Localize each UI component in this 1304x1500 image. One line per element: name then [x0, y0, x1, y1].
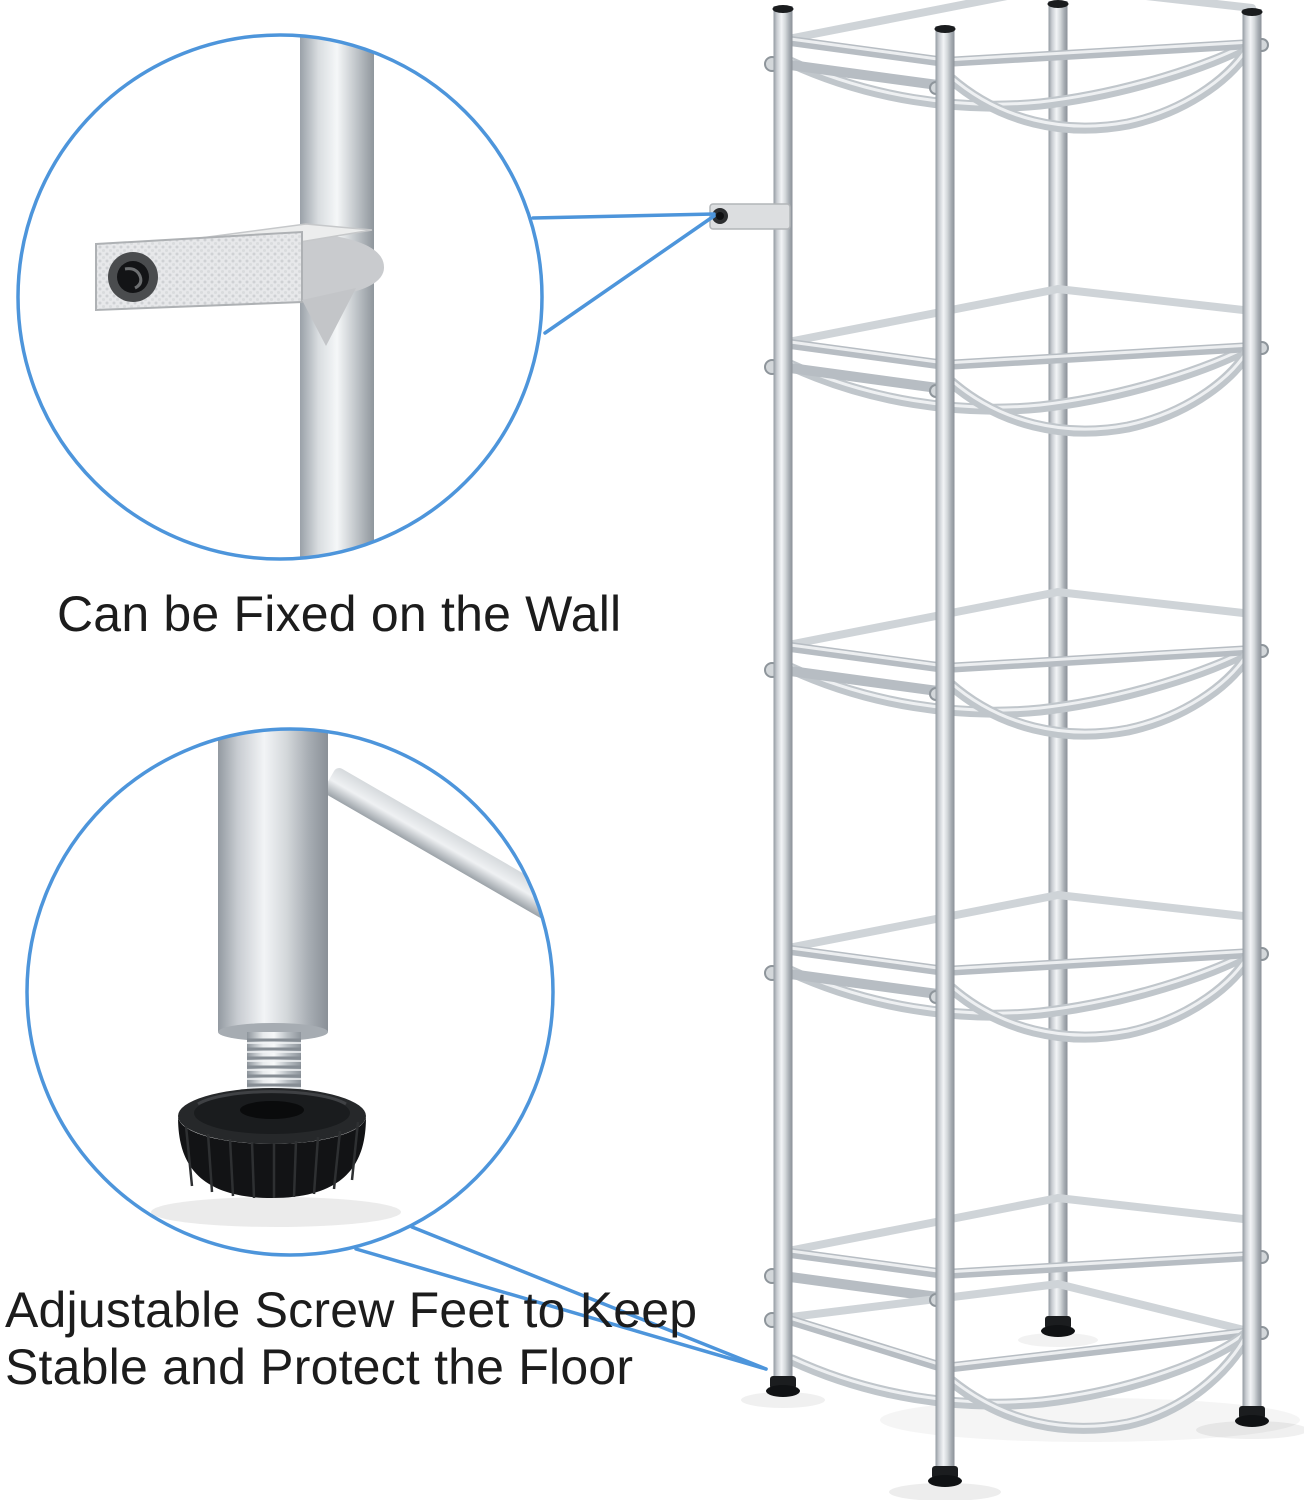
feet-callout-circle	[25, 727, 555, 1257]
rack-tiers	[765, 0, 1268, 1037]
strap-fold-bottom	[302, 288, 356, 346]
feet-callout-label-line1: Adjustable Screw Feet to Keep	[5, 1282, 698, 1338]
foot-knob	[178, 1088, 366, 1199]
wall-strap-detail	[95, 35, 385, 559]
wall-callout-line-lower	[543, 214, 716, 335]
rack-tier	[765, 0, 1268, 128]
rack-leg-front	[935, 26, 955, 1466]
water-bottle-rack	[709, 0, 1304, 1500]
strap-wrap	[300, 232, 385, 300]
rack-leg-right	[1242, 9, 1262, 1406]
feet-callout-label: Adjustable Screw Feet to Keep Stable and…	[5, 1282, 697, 1396]
leg-tube-detail	[218, 729, 328, 1032]
feet-callout-line-lower	[354, 1247, 768, 1371]
leg-feet	[766, 1316, 1269, 1487]
side-bar-detail	[324, 768, 553, 920]
screw-foot-callout	[25, 727, 768, 1371]
leg-top-caps	[772, 0, 1263, 33]
feet-callout-line-upper	[410, 1225, 768, 1371]
screw-foot-detail	[151, 729, 553, 1227]
wall-strap-bracket	[709, 203, 791, 230]
wall-callout-label: Can be Fixed on the Wall	[57, 586, 622, 642]
feet-callout-label-line2: Stable and Protect the Floor	[5, 1339, 634, 1395]
rack-leg-left	[773, 6, 793, 1376]
rack-tier	[765, 289, 1268, 431]
rack-tier	[765, 895, 1268, 1037]
wall-strap-callout	[16, 33, 716, 561]
rack-tier	[765, 592, 1268, 734]
wall-callout-circle	[16, 33, 544, 561]
wall-callout-line-upper	[531, 212, 716, 220]
rack-bottom-tier	[764, 1194, 1269, 1434]
